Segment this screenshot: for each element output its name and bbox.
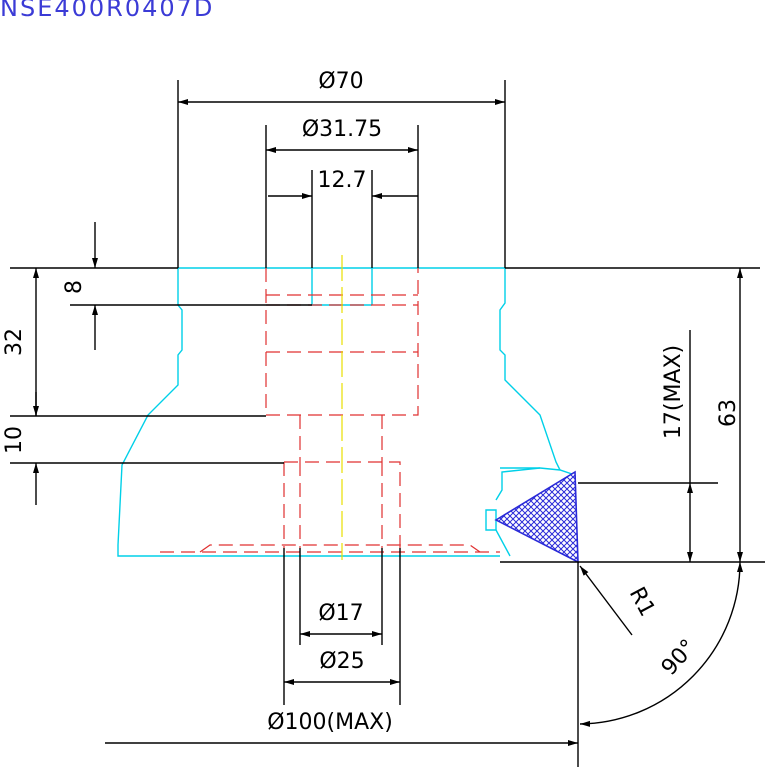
dim-height-10: 10 (2, 426, 27, 454)
dim-height-63: 63 (716, 399, 741, 427)
dim-diameter-17: Ø17 (318, 601, 363, 626)
dim-height-17-max: 17(MAX) (661, 345, 686, 439)
dim-height-32: 32 (2, 328, 27, 356)
dim-height-8: 8 (62, 280, 87, 294)
dim-diameter-100-max: Ø100(MAX) (267, 710, 393, 735)
insert-hatched (494, 470, 579, 564)
dimension-lines (33, 99, 743, 746)
dim-diameter-70: Ø70 (318, 69, 363, 94)
dim-width-12-7: 12.7 (318, 168, 367, 193)
dim-diameter-25: Ø25 (319, 649, 364, 674)
drawing-title: NSE400R0407D (0, 0, 215, 22)
hidden-lines (160, 268, 500, 553)
extension-lines (10, 80, 765, 767)
dim-diameter-31-75: Ø31.75 (302, 117, 382, 142)
dim-radius-1: R1 (624, 583, 660, 621)
